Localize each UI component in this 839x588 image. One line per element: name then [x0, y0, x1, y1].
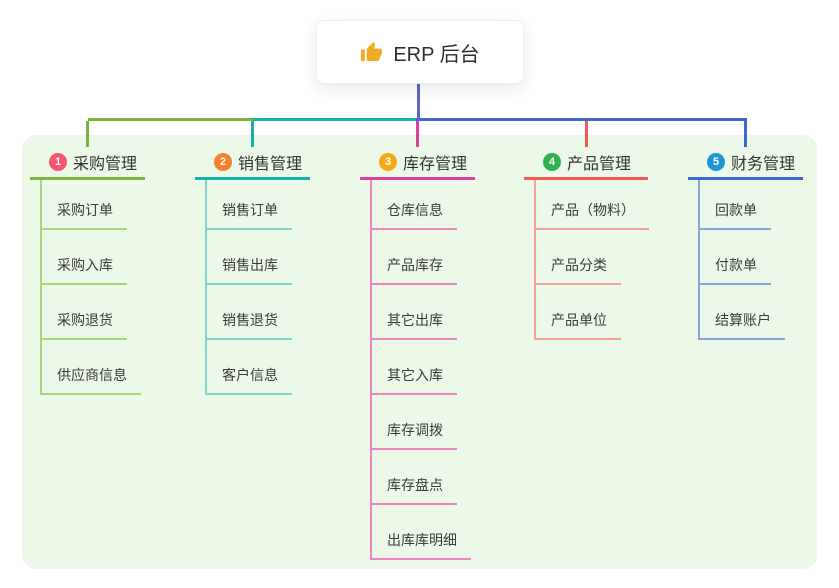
connector-hseg [416, 118, 747, 121]
branch-title[interactable]: 4 产品管理 [524, 147, 648, 180]
branch-3: 3 库存管理仓库信息产品库存其它出库其它入库库存调拨库存盘点出库库明细 [360, 147, 475, 560]
branch-label: 销售管理 [238, 156, 303, 173]
node-item-label: 回款单 [715, 202, 757, 218]
connector-drop [416, 121, 419, 147]
root-node[interactable]: ERP 后台 [316, 20, 524, 84]
node-item[interactable]: 产品（物料） [536, 180, 649, 230]
node-item-label: 结算账户 [715, 312, 771, 328]
node-item[interactable]: 产品分类 [536, 230, 621, 285]
connector-drop [744, 121, 747, 147]
node-item[interactable]: 供应商信息 [42, 340, 141, 395]
branch-children: 产品（物料） 产品分类产品单位 [534, 180, 649, 340]
branch-badge: 2 [214, 153, 232, 171]
node-item-label: 产品单位 [551, 312, 607, 328]
branch-label: 产品管理 [567, 156, 632, 173]
connector-drop [86, 121, 89, 147]
connector-stem [417, 84, 420, 121]
node-item-label: 销售出库 [222, 257, 278, 273]
branches-panel [22, 135, 817, 569]
node-item[interactable]: 产品库存 [372, 230, 457, 285]
node-item[interactable]: 销售订单 [207, 180, 292, 230]
branch-badge: 5 [707, 153, 725, 171]
branch-children: 回款单付款单结算账户 [698, 180, 803, 340]
thumbs-up-icon [360, 41, 383, 64]
connector-drop [251, 121, 254, 147]
node-item-label: 出库库明细 [387, 532, 457, 548]
node-item-label: 仓库信息 [387, 202, 443, 218]
node-item[interactable]: 采购入库 [42, 230, 127, 285]
node-item[interactable]: 库存调拨 [372, 395, 457, 450]
root-label: ERP 后台 [393, 43, 480, 66]
node-item[interactable]: 客户信息 [207, 340, 292, 395]
branch-badge: 3 [379, 153, 397, 171]
connector-hseg [252, 118, 418, 121]
node-item[interactable]: 采购退货 [42, 285, 127, 340]
node-item[interactable]: 仓库信息 [372, 180, 457, 230]
branch-title[interactable]: 5 财务管理 [688, 147, 803, 180]
connector-drop [584, 121, 588, 147]
node-item-label: 库存盘点 [387, 477, 443, 493]
node-item-label: 销售退货 [222, 312, 278, 328]
node-item-label: 客户信息 [222, 367, 278, 383]
node-item[interactable]: 销售退货 [207, 285, 292, 340]
branch-children: 采购订单采购入库采购退货供应商信息 [40, 180, 145, 395]
node-item-label: 采购退货 [57, 312, 113, 328]
node-item-label: 产品库存 [387, 257, 443, 273]
node-item[interactable]: 产品单位 [536, 285, 621, 340]
node-item-label: 采购订单 [57, 202, 113, 218]
node-item[interactable]: 其它入库 [372, 340, 457, 395]
node-item-label: 产品（物料） [551, 202, 635, 218]
node-item-label: 供应商信息 [57, 367, 127, 383]
node-item-label: 付款单 [715, 257, 757, 273]
branch-title[interactable]: 2 销售管理 [195, 147, 310, 180]
branch-label: 库存管理 [403, 156, 468, 173]
node-item[interactable]: 库存盘点 [372, 450, 457, 505]
connector-hseg [87, 118, 253, 121]
branch-label: 财务管理 [731, 156, 796, 173]
node-item-label: 采购入库 [57, 257, 113, 273]
node-item-label: 其它入库 [387, 367, 443, 383]
branch-children: 仓库信息产品库存其它出库其它入库库存调拨库存盘点出库库明细 [370, 180, 475, 560]
branch-children: 销售订单销售出库销售退货客户信息 [205, 180, 310, 395]
node-item-label: 销售订单 [222, 202, 278, 218]
node-item[interactable]: 付款单 [700, 230, 771, 285]
branch-title[interactable]: 3 库存管理 [360, 147, 475, 180]
node-item[interactable]: 出库库明细 [372, 505, 471, 560]
node-item[interactable]: 其它出库 [372, 285, 457, 340]
node-item-label: 库存调拨 [387, 422, 443, 438]
branch-badge: 4 [543, 153, 561, 171]
node-item-label: 其它出库 [387, 312, 443, 328]
branch-2: 2 销售管理销售订单销售出库销售退货客户信息 [195, 147, 310, 395]
branch-5: 5 财务管理回款单付款单结算账户 [688, 147, 803, 340]
node-item[interactable]: 回款单 [700, 180, 771, 230]
branch-label: 采购管理 [73, 156, 138, 173]
branch-1: 1 采购管理采购订单采购入库采购退货供应商信息 [30, 147, 145, 395]
branch-4: 4 产品管理产品（物料） 产品分类产品单位 [524, 147, 649, 340]
branch-title[interactable]: 1 采购管理 [30, 147, 145, 180]
node-item-label: 产品分类 [551, 257, 607, 273]
branch-badge: 1 [49, 153, 67, 171]
node-item[interactable]: 结算账户 [700, 285, 785, 340]
node-item[interactable]: 采购订单 [42, 180, 127, 230]
node-item[interactable]: 销售出库 [207, 230, 292, 285]
